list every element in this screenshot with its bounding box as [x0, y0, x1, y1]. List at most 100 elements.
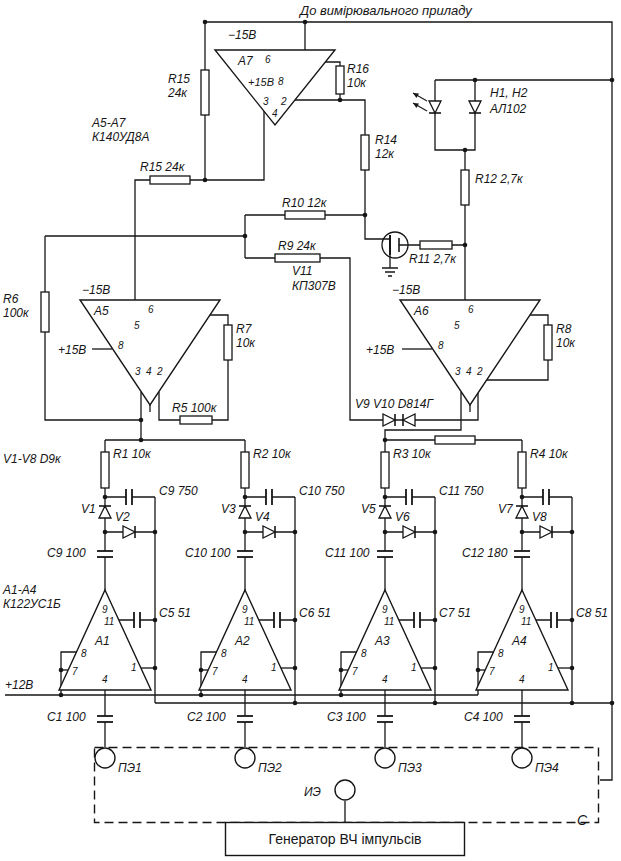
component-label: R16 10к	[347, 62, 379, 90]
junction-dot	[433, 666, 438, 671]
diode-symbol	[403, 526, 415, 538]
node-label: ПЭ3	[398, 761, 422, 775]
pin-number: 9	[382, 604, 388, 616]
wire	[105, 439, 245, 440]
wire	[389, 251, 390, 268]
capacitor-plate	[514, 721, 530, 723]
component-label: R10 12к	[282, 196, 326, 210]
wire	[435, 80, 475, 150]
component-label: −15В	[392, 283, 420, 297]
pin-number: 11	[104, 616, 114, 628]
junction-dot	[520, 495, 525, 500]
pin-number: 3	[263, 96, 269, 108]
junction-dot	[363, 213, 368, 218]
component-label: V1-V8 D9к	[3, 452, 61, 466]
diode-bar	[239, 505, 251, 507]
component-label: КП307В	[292, 279, 336, 293]
diode-symbol	[379, 506, 391, 518]
capacitor-symbol	[551, 611, 557, 629]
capacitor-gap	[376, 551, 394, 557]
capacitor-plate	[97, 721, 113, 723]
wire	[294, 497, 295, 703]
node-outline	[234, 747, 256, 769]
pin-number: 1	[131, 662, 137, 674]
component-label: −15В	[82, 283, 110, 297]
capacitor-plate	[377, 556, 393, 558]
electrode-circle	[335, 780, 355, 800]
junction-dot	[303, 20, 308, 25]
diode-body	[99, 506, 111, 518]
amplifier-chip: A29118714	[199, 590, 291, 690]
component-label: H1, H2	[490, 86, 527, 100]
wire	[435, 79, 612, 80]
pin-number: 7	[212, 666, 218, 678]
pin-number: 6	[265, 54, 271, 66]
component-label: R12 2,7к	[475, 172, 523, 186]
component-label: C7 51	[439, 606, 471, 620]
diode-body	[383, 414, 395, 426]
capacitor-plate	[271, 489, 273, 505]
diode-bar	[469, 112, 481, 114]
capacitor-plate	[273, 612, 275, 628]
node-label: С	[577, 812, 587, 828]
pin-number: 2	[477, 366, 483, 378]
diode-bar	[394, 414, 396, 426]
electrode: ПЭ3	[374, 747, 396, 769]
capacitor-plate	[550, 612, 552, 628]
node-outline	[511, 747, 533, 769]
diode-body	[263, 526, 275, 538]
capacitor-symbol	[274, 611, 280, 629]
pin-number: 8	[118, 340, 124, 352]
diode-bar	[134, 526, 136, 538]
junction-dot	[463, 148, 468, 153]
capacitor-gap	[406, 488, 412, 506]
junction-dot	[473, 78, 478, 83]
capacitor-symbol	[236, 716, 254, 722]
ground-symbol	[388, 275, 392, 277]
component-label: R1 10к	[113, 447, 151, 461]
junction-dot	[103, 495, 108, 500]
op-amp: A5658342	[80, 300, 220, 405]
resistor-symbol	[180, 416, 212, 424]
capacitor-gap	[543, 488, 549, 506]
junction-dot	[570, 530, 575, 535]
pin-number: 3	[135, 366, 141, 378]
resistor-symbol	[336, 66, 344, 94]
component-label: До вимірювального приладу	[300, 3, 472, 18]
component-label: C10 750	[299, 484, 344, 498]
wire	[304, 22, 305, 50]
pin-number: 4	[466, 366, 472, 378]
pin-number: 8	[361, 648, 367, 660]
diode-symbol	[263, 526, 275, 538]
amplifier-triangle	[339, 590, 431, 690]
wire	[140, 392, 141, 440]
diode-symbol	[99, 506, 111, 518]
resistor-symbol	[461, 170, 469, 205]
junction-dot	[383, 438, 388, 443]
component-label: V1	[81, 502, 96, 516]
light-arrow-head	[413, 93, 419, 98]
junction-dot	[433, 701, 438, 706]
pin-number: 4	[146, 366, 152, 378]
junction-dot	[59, 693, 64, 698]
pin-number: 8	[221, 648, 227, 660]
ground-symbol	[382, 267, 398, 269]
component-label: −15В	[228, 28, 256, 42]
capacitor-gap	[236, 716, 254, 722]
component-label: V9 V10 D814Г	[355, 397, 433, 411]
pin-number: 7	[352, 666, 358, 678]
node-label: ИЭ	[304, 785, 321, 799]
junction-dot	[570, 701, 575, 706]
pin-number: 5	[454, 320, 460, 332]
component-label: C3 100	[327, 710, 366, 724]
component-label: C11 750	[439, 484, 483, 498]
pin-number: 9	[242, 604, 248, 616]
component-label: C1 100	[47, 710, 86, 724]
component-label: V4	[255, 510, 270, 524]
junction-dot	[199, 668, 204, 673]
junction-dot	[293, 530, 298, 535]
capacitor-plate	[413, 612, 415, 628]
resistor-symbol	[275, 254, 320, 262]
box-outline	[226, 823, 465, 856]
